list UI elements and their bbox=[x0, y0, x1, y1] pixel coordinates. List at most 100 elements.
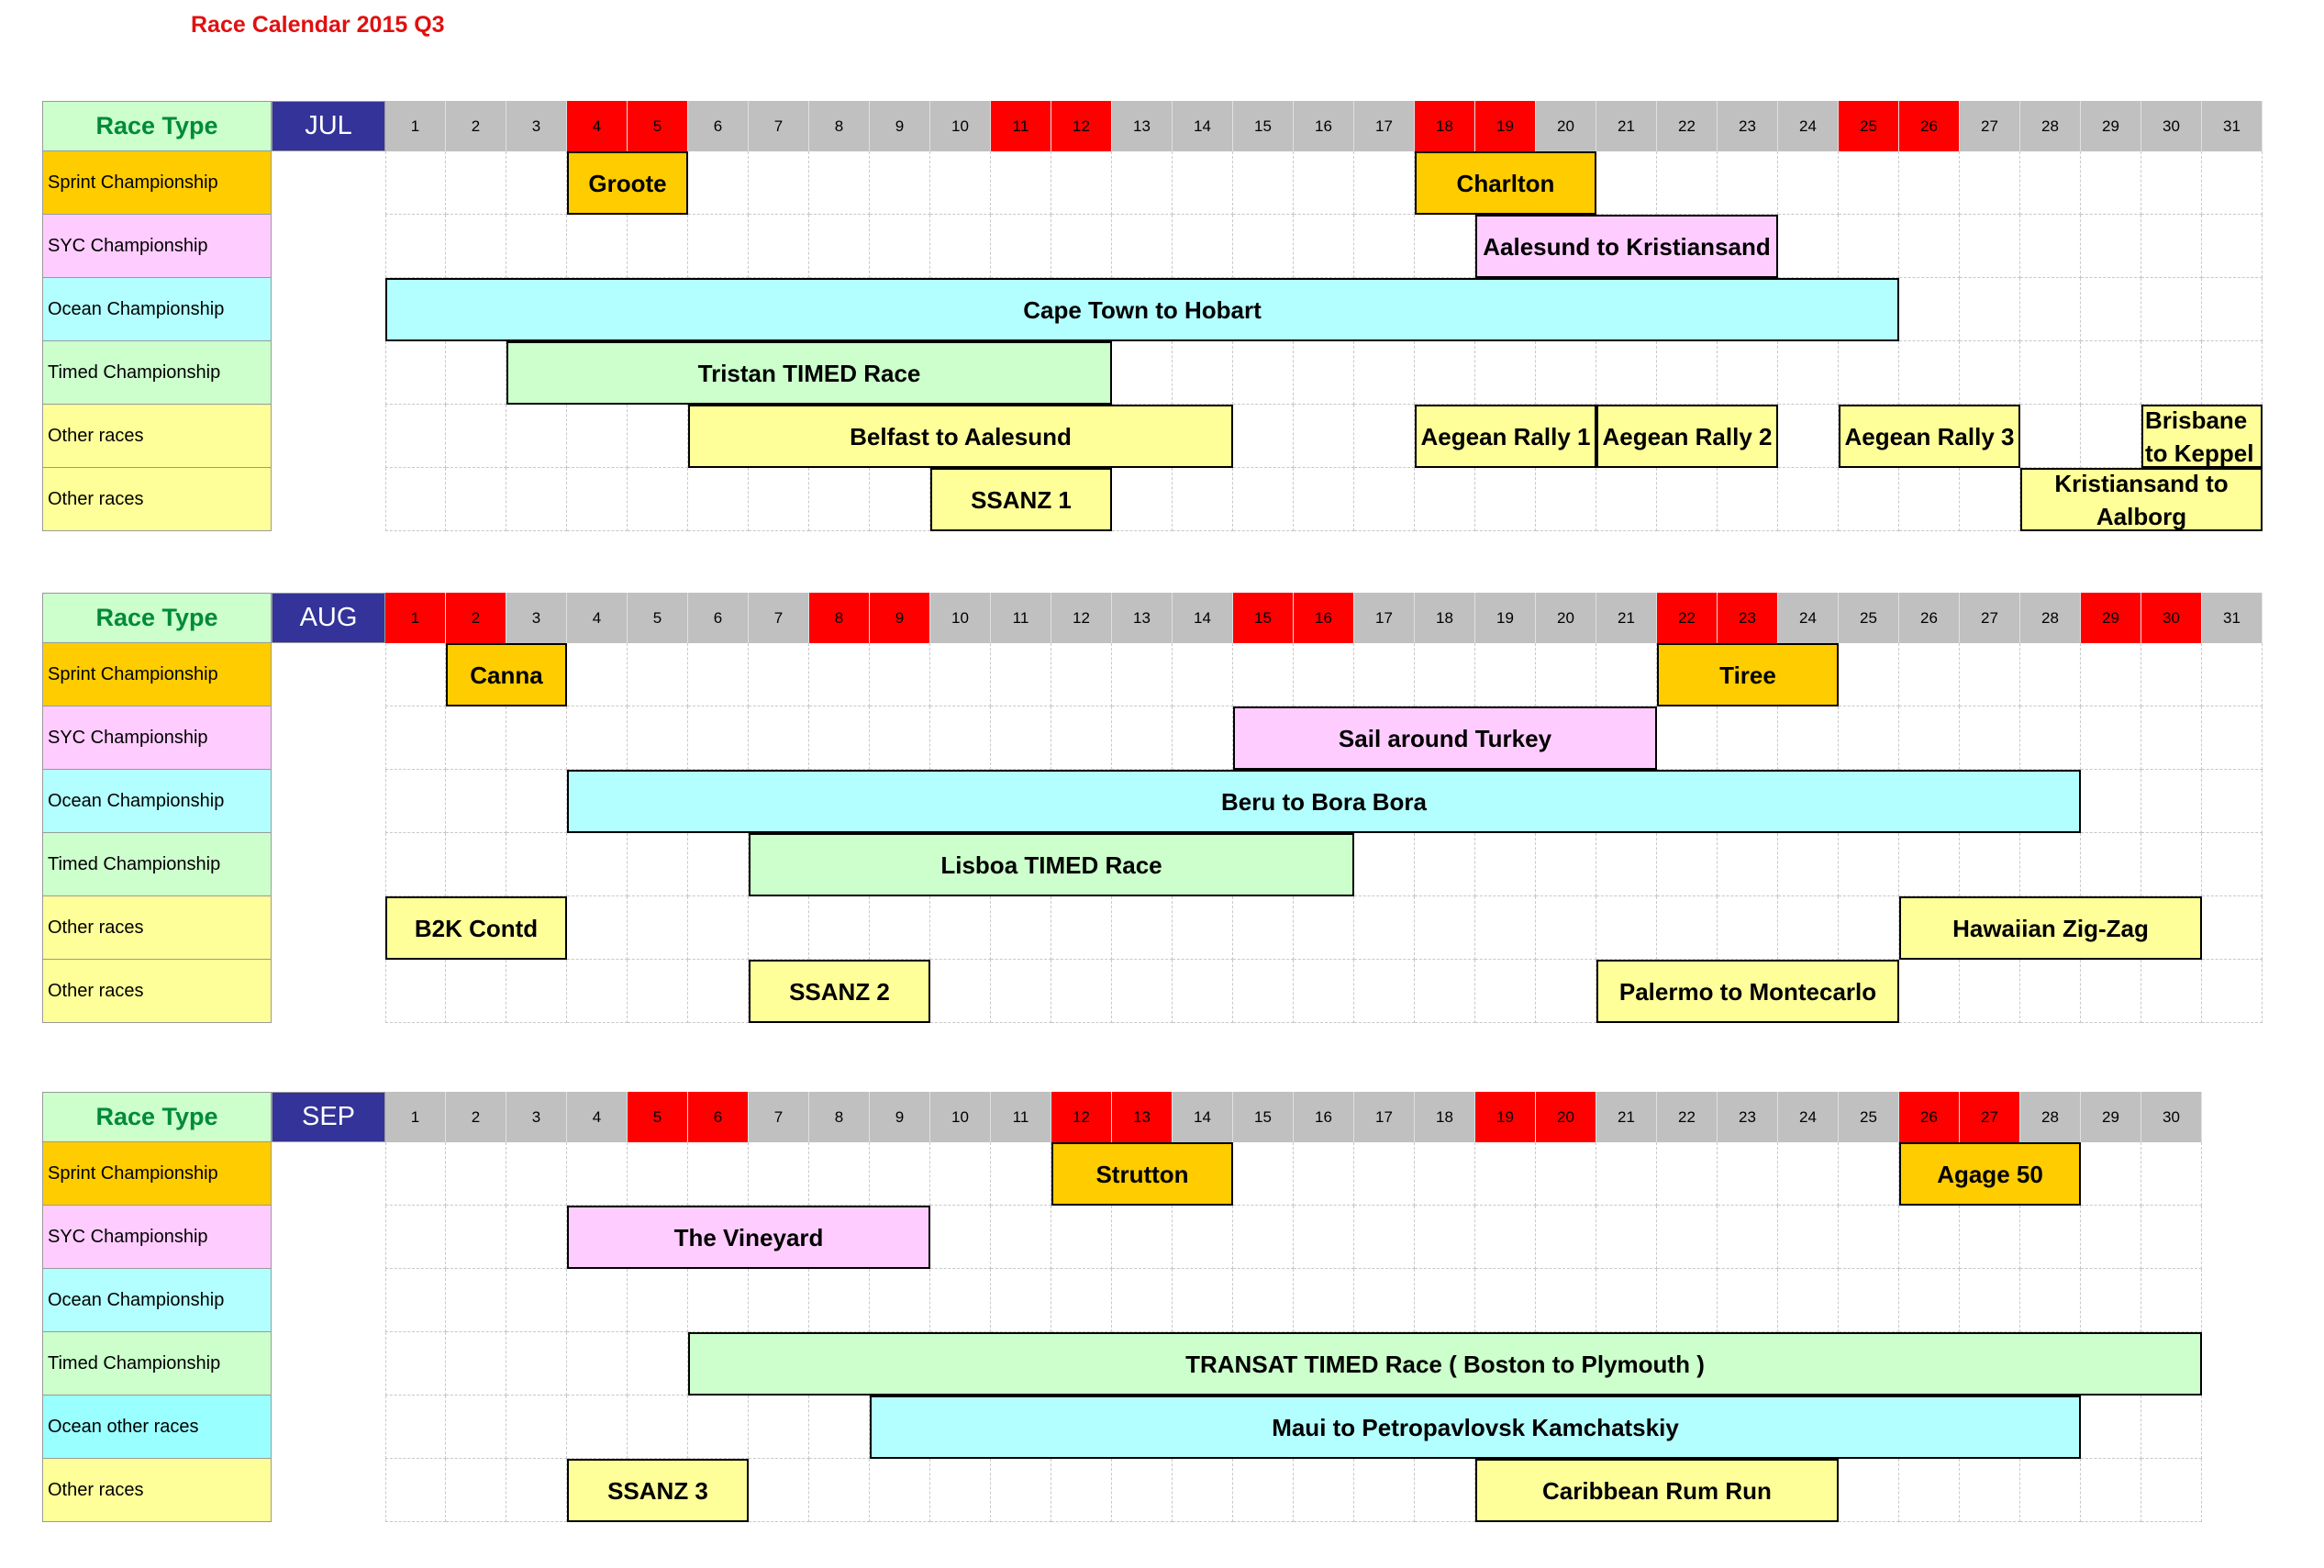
grid-cell bbox=[1536, 1269, 1596, 1332]
race-bar[interactable]: Cape Town to Hobart bbox=[385, 278, 1899, 341]
grid-cell bbox=[2081, 215, 2141, 278]
grid-cell bbox=[567, 1332, 628, 1396]
grid-cell bbox=[1112, 896, 1173, 960]
day-header-cell: 25 bbox=[1839, 593, 1899, 643]
race-bar[interactable]: Strutton bbox=[1051, 1142, 1233, 1206]
grid-cell bbox=[1354, 405, 1415, 468]
race-bar[interactable]: Groote bbox=[567, 151, 688, 215]
day-header-cell: 5 bbox=[628, 1092, 688, 1142]
race-bar[interactable]: Aegean Rally 1 bbox=[1415, 405, 1596, 468]
grid-cell bbox=[1718, 1206, 1778, 1269]
grid-cell bbox=[1839, 1459, 1899, 1522]
race-bar[interactable]: Tiree bbox=[1657, 643, 1839, 706]
race-bar[interactable]: Aegean Rally 2 bbox=[1596, 405, 1778, 468]
race-bar[interactable]: Aalesund to Kristiansand bbox=[1475, 215, 1778, 278]
grid-cell bbox=[1354, 1269, 1415, 1332]
row-label: Other races bbox=[42, 1459, 272, 1522]
day-header-cell: 18 bbox=[1415, 1092, 1475, 1142]
race-bar[interactable]: Caribbean Rum Run bbox=[1475, 1459, 1839, 1522]
grid-cell bbox=[628, 405, 688, 468]
grid-cell bbox=[385, 833, 446, 896]
race-bar[interactable]: SSANZ 1 bbox=[930, 468, 1112, 531]
grid-cell bbox=[1536, 896, 1596, 960]
race-bar[interactable]: Canna bbox=[446, 643, 567, 706]
race-bar[interactable]: Lisboa TIMED Race bbox=[749, 833, 1354, 896]
grid-cell bbox=[930, 960, 991, 1023]
race-bar[interactable]: Tristan TIMED Race bbox=[506, 341, 1112, 405]
grid-cell bbox=[1233, 405, 1294, 468]
day-header-cell: 16 bbox=[1294, 1092, 1354, 1142]
grid-cell bbox=[1718, 833, 1778, 896]
race-bar[interactable]: Agage 50 bbox=[1899, 1142, 2081, 1206]
grid-cell bbox=[446, 1332, 506, 1396]
race-bar[interactable]: Maui to Petropavlovsk Kamchatskiy bbox=[870, 1396, 2081, 1459]
grid-cell bbox=[1354, 341, 1415, 405]
day-header-cell: 7 bbox=[749, 101, 809, 151]
grid-cell bbox=[567, 960, 628, 1023]
grid-cell bbox=[1173, 706, 1233, 770]
day-header-cell: 28 bbox=[2020, 593, 2081, 643]
day-header-cell: 22 bbox=[1657, 101, 1718, 151]
grid-cell bbox=[567, 643, 628, 706]
grid-cell bbox=[1960, 1269, 2020, 1332]
race-bar[interactable]: SSANZ 3 bbox=[567, 1459, 749, 1522]
race-bar[interactable]: Hawaiian Zig-Zag bbox=[1899, 896, 2202, 960]
day-header-cell: 21 bbox=[1596, 593, 1657, 643]
grid-cell bbox=[506, 1332, 567, 1396]
row-label: Sprint Championship bbox=[42, 643, 272, 706]
day-header-cell: 20 bbox=[1536, 101, 1596, 151]
race-bar[interactable]: Beru to Bora Bora bbox=[567, 770, 2081, 833]
row-label: Other races bbox=[42, 468, 272, 531]
grid-cell bbox=[1960, 706, 2020, 770]
grid-cell bbox=[749, 1396, 809, 1459]
grid-cell bbox=[1112, 468, 1173, 531]
grid-cell bbox=[2081, 1206, 2141, 1269]
grid-cell bbox=[1415, 643, 1475, 706]
grid-cell bbox=[1899, 215, 1960, 278]
grid-cell bbox=[1475, 896, 1536, 960]
grid-cell bbox=[1778, 1269, 1839, 1332]
race-bar[interactable]: SSANZ 2 bbox=[749, 960, 930, 1023]
day-header-cell: 11 bbox=[991, 1092, 1051, 1142]
day-header-cell: 3 bbox=[506, 101, 567, 151]
grid-cell bbox=[1718, 151, 1778, 215]
grid-cell bbox=[870, 1142, 930, 1206]
grid-cell bbox=[749, 468, 809, 531]
day-header-cell: 25 bbox=[1839, 1092, 1899, 1142]
race-bar[interactable]: Kristiansand to Aalborg bbox=[2020, 468, 2263, 531]
grid-cell bbox=[1960, 278, 2020, 341]
day-header-cell: 5 bbox=[628, 101, 688, 151]
grid-cell bbox=[1960, 151, 2020, 215]
grid-cell bbox=[446, 405, 506, 468]
race-bar[interactable]: Charlton bbox=[1415, 151, 1596, 215]
grid-cell bbox=[1294, 468, 1354, 531]
race-bar[interactable]: The Vineyard bbox=[567, 1206, 930, 1269]
grid-cell bbox=[446, 1206, 506, 1269]
grid-cell bbox=[446, 1459, 506, 1522]
day-header-cell: 16 bbox=[1294, 593, 1354, 643]
race-bar[interactable]: Aegean Rally 3 bbox=[1839, 405, 2020, 468]
day-header-cell: 19 bbox=[1475, 593, 1536, 643]
day-header-cell: 8 bbox=[809, 101, 870, 151]
grid-cell bbox=[1354, 1142, 1415, 1206]
race-bar[interactable]: Belfast to Aalesund bbox=[688, 405, 1233, 468]
grid-cell bbox=[385, 405, 446, 468]
grid-cell bbox=[688, 960, 749, 1023]
grid-cell bbox=[1778, 706, 1839, 770]
grid-cell bbox=[567, 468, 628, 531]
grid-cell bbox=[2020, 833, 2081, 896]
race-bar[interactable]: B2K Contd bbox=[385, 896, 567, 960]
grid-cell bbox=[385, 643, 446, 706]
grid-cell bbox=[930, 1206, 991, 1269]
race-bar[interactable]: Sail around Turkey bbox=[1233, 706, 1657, 770]
grid-cell bbox=[506, 405, 567, 468]
grid-cell bbox=[1778, 151, 1839, 215]
grid-cell bbox=[628, 468, 688, 531]
race-bar[interactable]: Palermo to Montecarlo bbox=[1596, 960, 1899, 1023]
race-bar[interactable]: TRANSAT TIMED Race ( Boston to Plymouth … bbox=[688, 1332, 2202, 1396]
day-header-cell: 9 bbox=[870, 101, 930, 151]
grid-cell bbox=[688, 1269, 749, 1332]
race-bar[interactable]: Brisbane to Keppel bbox=[2141, 405, 2263, 468]
grid-cell bbox=[2141, 1269, 2202, 1332]
